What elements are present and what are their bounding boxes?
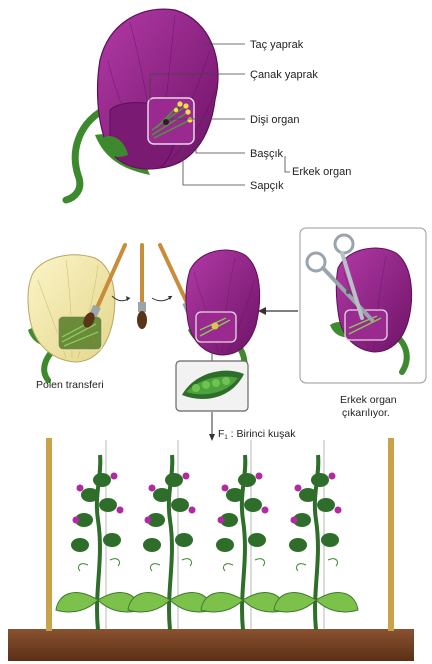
- label-stamen-removed-1: Erkek organ: [340, 394, 397, 406]
- f1-plant: [128, 440, 212, 630]
- label-pollen-transfer: Polen transferi: [36, 379, 104, 391]
- support-pole-right: [388, 438, 394, 631]
- label-stamen-removed-2: çıkarılıyor.: [342, 407, 390, 419]
- arrow-icon-to-f1: [209, 412, 215, 441]
- label-filament: Sapçık: [250, 180, 284, 192]
- top-flower-stem: [66, 112, 100, 200]
- arrow-icon-scissors-to-flower: [258, 307, 298, 315]
- f1-plant: [201, 440, 285, 630]
- label-female-organ: Dişi organ: [250, 114, 300, 126]
- f1-plant-row: [8, 438, 414, 661]
- f1-plant: [56, 440, 140, 630]
- f1-plant: [274, 440, 358, 630]
- pea-pod-icon: [176, 352, 248, 411]
- soil-bed: [8, 629, 414, 661]
- label-anther: Başçık: [250, 148, 284, 160]
- label-sepal: Çanak yaprak: [250, 69, 318, 81]
- top-flower: [66, 9, 218, 200]
- yellow-flower: [28, 255, 115, 380]
- support-pole-left: [46, 438, 52, 631]
- middle-flower: [186, 250, 260, 378]
- top-flower-pistil-tip: [163, 119, 169, 125]
- label-male-organ: Erkek organ: [292, 166, 351, 178]
- paintbrush-icon-middle: [137, 245, 147, 329]
- label-f1-text: : Birinci kuşak: [228, 428, 296, 440]
- label-petal: Taç yaprak: [250, 39, 304, 51]
- label-f1: F1 : Birinci kuşak: [218, 428, 296, 441]
